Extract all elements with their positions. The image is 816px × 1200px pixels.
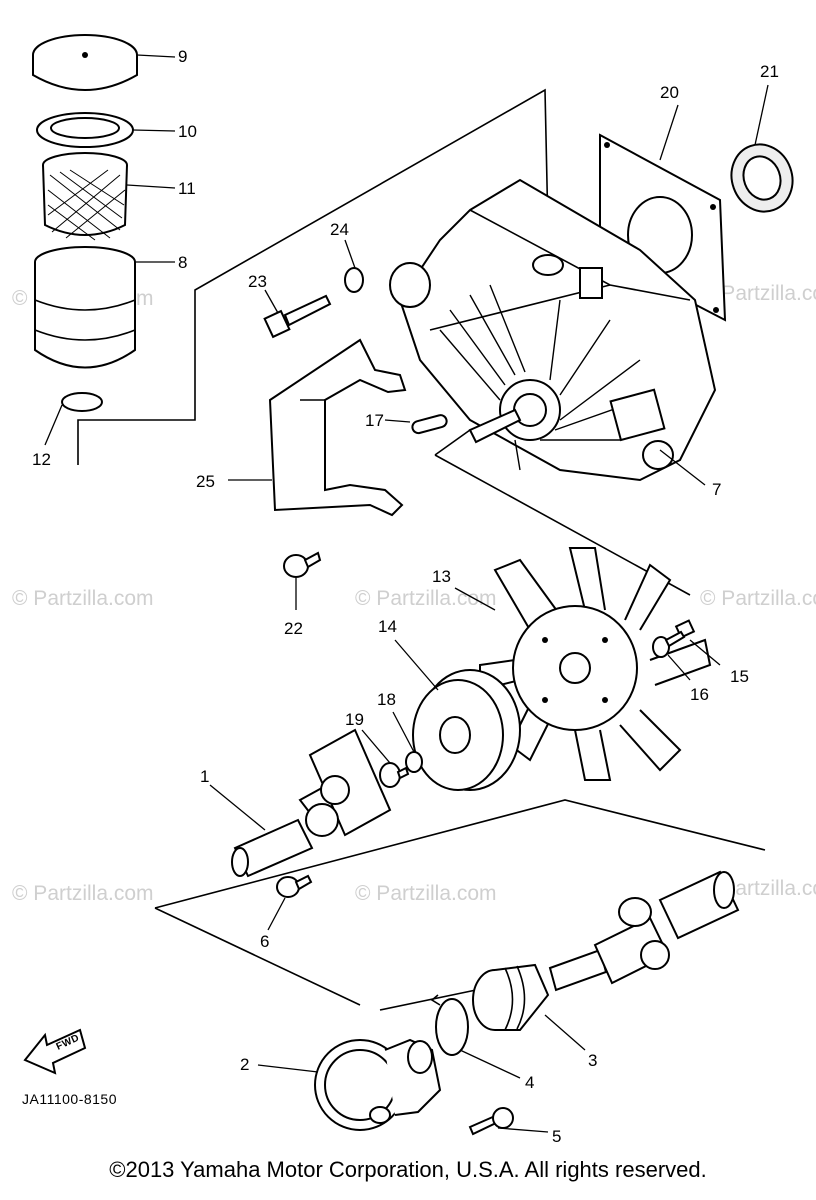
boot-part-3[interactable] (472, 963, 550, 1031)
callout-5: 5 (552, 1127, 561, 1146)
callout-13: 13 (432, 567, 451, 586)
transmission-part-7[interactable] (389, 178, 717, 482)
callout-14: 14 (378, 617, 397, 636)
callout-21: 21 (760, 62, 779, 81)
leader-lines (44, 54, 769, 1133)
callout-12: 12 (32, 450, 51, 469)
seal-part-10[interactable] (36, 112, 134, 148)
strainer-part-11[interactable] (42, 152, 128, 241)
reservoir-part-8[interactable] (34, 246, 136, 369)
copyright-notice: ©2013 Yamaha Motor Corporation, U.S.A. A… (109, 1157, 707, 1182)
screw-part-15[interactable] (664, 619, 696, 648)
callout-15: 15 (730, 667, 749, 686)
watermark: © Partzilla.com (700, 587, 816, 610)
callout-2: 2 (240, 1055, 249, 1074)
clamp-part-4[interactable] (430, 994, 469, 1056)
washer-part-18[interactable] (405, 751, 423, 773)
watermark: © Partzilla.com (12, 882, 154, 905)
callout-16: 16 (690, 685, 709, 704)
watermark: © Partzilla.com (355, 882, 497, 905)
bracket-part-25[interactable] (268, 338, 407, 517)
o-ring-part-12[interactable] (61, 392, 103, 412)
key-part-17[interactable] (411, 414, 448, 435)
diagram-code: JA11100-8150 (22, 1091, 117, 1107)
callout-22: 22 (284, 619, 303, 638)
callout-17: 17 (365, 411, 384, 430)
callout-11: 11 (178, 179, 196, 198)
callout-10: 10 (178, 122, 197, 141)
cap-part-9[interactable] (32, 34, 138, 91)
callout-7: 7 (712, 480, 721, 499)
joint-part-1[interactable] (231, 728, 392, 878)
pulley-part-14[interactable] (412, 669, 521, 791)
watermark: © Partzilla.com (12, 587, 154, 610)
watermark: © Partzilla.com (700, 282, 816, 305)
callout-3: 3 (588, 1051, 597, 1070)
callout-24: 24 (330, 220, 349, 239)
bolt-part-23[interactable] (263, 294, 332, 339)
bolt-part-6[interactable] (276, 874, 313, 898)
gasket-part-20[interactable] (599, 133, 727, 322)
callout-4: 4 (525, 1073, 534, 1092)
callout-19: 19 (345, 710, 364, 729)
oil-seal-part-21[interactable] (722, 136, 802, 220)
callout-9: 9 (178, 47, 187, 66)
callout-20: 20 (660, 83, 679, 102)
callout-18: 18 (377, 690, 396, 709)
callout-23: 23 (248, 272, 267, 291)
nut-part-19[interactable] (379, 762, 410, 788)
washer-part-24[interactable] (344, 267, 364, 293)
watermark: © Partzilla.com (355, 587, 497, 610)
callout-6: 6 (260, 932, 269, 951)
bolt-part-22[interactable] (283, 551, 322, 578)
callout-25: 25 (196, 472, 215, 491)
callout-8: 8 (178, 253, 187, 272)
callout-1: 1 (200, 767, 209, 786)
housing-part-2[interactable] (314, 1038, 442, 1131)
fwd-arrow-icon: FWD (23, 1028, 87, 1075)
callouts: 9 10 11 8 12 21 20 24 23 17 25 7 22 13 1… (32, 47, 779, 1146)
fan-part-13[interactable] (479, 547, 712, 781)
bolt-part-5[interactable] (468, 1107, 514, 1136)
drive-shaft[interactable] (548, 870, 740, 992)
